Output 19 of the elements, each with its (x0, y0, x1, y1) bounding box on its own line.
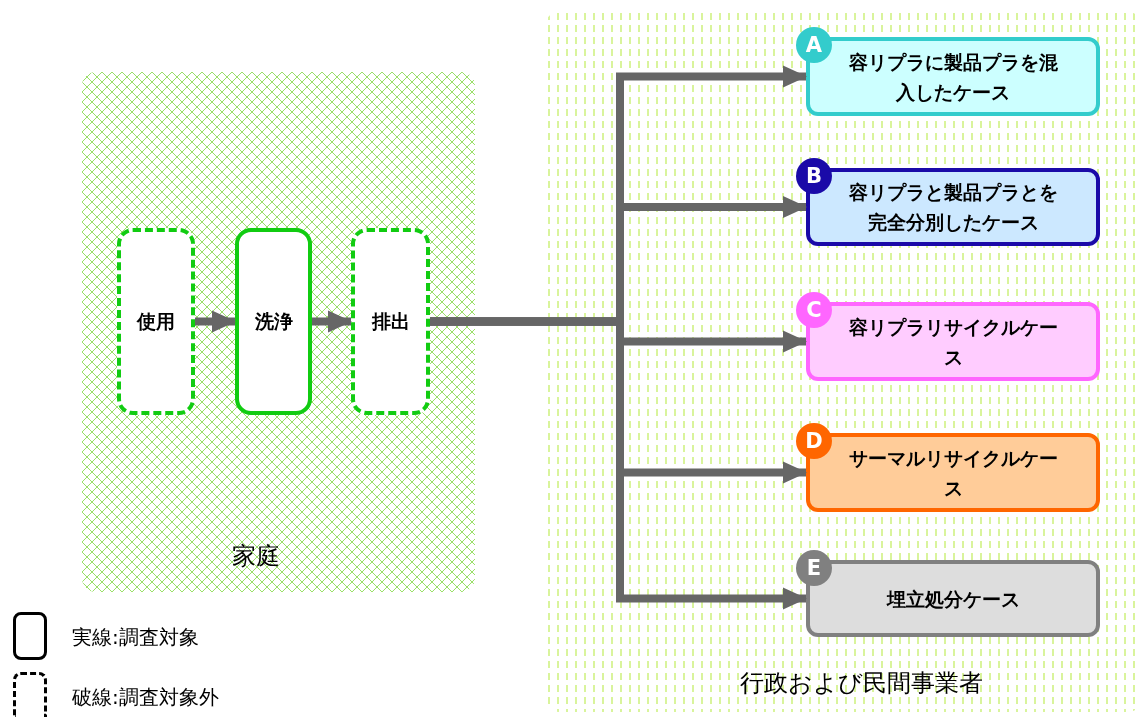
household-area (82, 72, 475, 592)
letter-badge: C (796, 292, 832, 328)
case-label: 容リプラリサイクルケース (847, 314, 1059, 370)
legend-label: 破線:調査対象外 (72, 684, 219, 711)
area-label: 行政および民間事業者 (740, 668, 983, 699)
process-box: 洗浄 (235, 228, 312, 415)
letter-badge: A (796, 27, 832, 63)
letter-badge: D (796, 423, 832, 459)
arrow (312, 310, 352, 333)
process-box: 使用 (117, 228, 195, 415)
case-label: 埋立処分ケース (886, 586, 1020, 612)
process-box: 排出 (351, 228, 430, 415)
letter-badge: B (796, 158, 832, 194)
case-label: 容リプラと製品プラとを完全分別したケース (847, 180, 1059, 235)
legend-label: 実線:調査対象 (72, 624, 199, 651)
case-label: サーマルリサイクルケース (847, 445, 1059, 501)
letter-badge: E (796, 550, 832, 586)
case-label: 容リプラに製品プラを混入したケース (847, 49, 1059, 105)
arrow (195, 310, 236, 333)
